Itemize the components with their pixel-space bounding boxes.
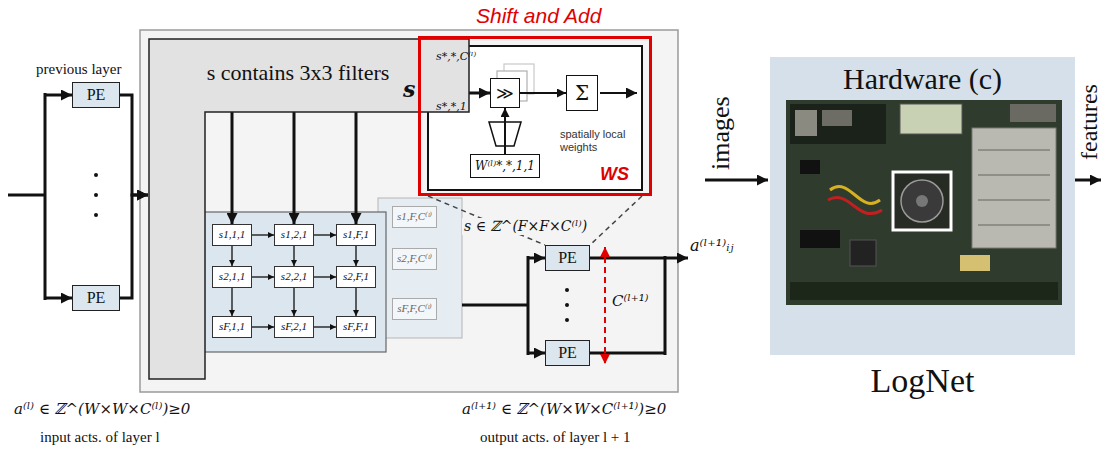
input-wiring — [8, 93, 72, 300]
filter-cell-back: s1,F,C⁽ˡ⁾ — [392, 206, 437, 228]
tensor-formula: s ∈ ℤ^(F×F×C⁽ˡ⁾) — [462, 218, 589, 235]
connector-arrow — [252, 276, 274, 277]
connector-arrow — [355, 112, 358, 224]
adder: Σ — [566, 75, 598, 111]
connector-arrow — [231, 246, 232, 266]
filter-cell: s2,1,1 — [212, 266, 252, 288]
node-text: sF,F,1 — [343, 320, 369, 333]
connector-arrow — [252, 234, 274, 235]
layer-panel — [140, 30, 678, 392]
dimension-label: C⁽ˡ⁺¹⁾ — [612, 292, 648, 310]
node-text: sF,1,1 — [219, 320, 245, 333]
filter-cell-back: sF,F,C⁽ˡ⁾ — [392, 298, 437, 320]
node-heading: Shift and Add — [476, 3, 601, 28]
signal-name: a⁽ˡ⁺¹⁾ᵢⱼ — [690, 236, 734, 255]
signal-name: s*,*,C⁽ˡ⁾ — [436, 50, 476, 63]
connector-arrow — [314, 326, 336, 327]
grid-back-layer — [378, 198, 462, 338]
filter-cell: sF,1,1 — [212, 316, 252, 338]
io-label: features — [1077, 84, 1101, 160]
connector-arrow — [293, 246, 294, 266]
filter-cell: s1,2,1 — [274, 224, 314, 246]
input-arrow — [705, 179, 768, 182]
annotation: spatially local weights — [560, 128, 642, 154]
filter-cell: sF,2,1 — [274, 316, 314, 338]
zoom-line — [590, 196, 642, 245]
connector-arrow — [252, 326, 274, 327]
node-tag: LogNet — [770, 361, 1075, 402]
connector-arrow — [120, 95, 148, 195]
connector-arrow — [231, 112, 234, 224]
filter-cell: s1,F,1 — [336, 224, 376, 246]
pe-box: PE — [72, 82, 120, 108]
tensor-caption: output acts. of layer l + 1 — [480, 428, 631, 446]
connector-arrow — [231, 288, 232, 316]
connector-arrow — [520, 92, 566, 94]
signal-name: s*,*,1 — [436, 100, 467, 113]
node-text: PE — [87, 288, 106, 307]
connector-arrow — [355, 246, 356, 266]
filter-cell: s2,2,1 — [274, 266, 314, 288]
io-label: images — [708, 96, 734, 170]
buffer-outline-shape — [149, 39, 469, 379]
node-text: sF,F,C⁽ˡ⁾ — [397, 302, 432, 315]
layer-note: previous layer — [36, 60, 121, 78]
connector-arrow — [314, 276, 336, 277]
node-text: s1,2,1 — [281, 228, 307, 241]
node-text: s2,F,C⁽ˡ⁾ — [397, 252, 432, 265]
connector-arrow — [504, 108, 506, 154]
tensor-caption: input acts. of layer l — [40, 428, 160, 446]
connector-arrow — [314, 234, 336, 235]
shifter: ≫ — [490, 78, 520, 108]
filter-cell: sF,F,1 — [336, 316, 376, 338]
signal-name: s — [403, 76, 415, 102]
node-text: s2,2,1 — [281, 270, 307, 283]
grid-front-layer — [204, 212, 386, 352]
node-text: W⁽ˡ⁾*,*,1,1 — [475, 159, 535, 173]
node-text: s1,F,C⁽ˡ⁾ — [397, 210, 432, 223]
hardware-panel: Hardware (c)LogNet — [770, 57, 1075, 355]
node-text: PE — [558, 248, 577, 267]
node-text: s2,F,1 — [343, 270, 369, 283]
pe-box: PE — [545, 340, 590, 366]
connector-arrow — [120, 195, 148, 298]
node-text: sF,2,1 — [281, 320, 307, 333]
output-arrow — [1075, 179, 1101, 182]
node-text: s1,1,1 — [219, 228, 245, 241]
node-heading: Hardware (c) — [770, 61, 1075, 97]
node-text: PE — [87, 85, 106, 104]
connector-arrow — [293, 288, 294, 316]
pe-box: PE — [72, 285, 120, 311]
node-tag: WS — [600, 164, 629, 186]
filter-cell: s2,F,1 — [336, 266, 376, 288]
node-text: Σ — [575, 81, 589, 105]
node-text: ≫ — [496, 83, 514, 103]
pe-box: PE — [545, 245, 590, 271]
node-text: s1,F,1 — [343, 228, 369, 241]
tensor-formula: a⁽ˡ⁾ ∈ ℤ^(W×W×C⁽ˡ⁾)≥0 — [14, 400, 190, 418]
node-text: s2,1,1 — [219, 270, 245, 283]
tensor-formula: a⁽ˡ⁺¹⁾ ∈ ℤ^(W×W×C⁽ˡ⁺¹⁾)≥0 — [462, 400, 666, 418]
sum-output — [600, 92, 637, 94]
weight-register: W⁽ˡ⁾*,*,1,1 — [470, 154, 540, 178]
filter-cell: s1,1,1 — [212, 224, 252, 246]
connector-arrow — [293, 112, 296, 224]
node-text: PE — [558, 343, 577, 362]
channel-dimension-arrow — [604, 247, 606, 364]
connector-arrow — [355, 288, 356, 316]
hardware-ground — [770, 57, 1075, 355]
filter-cell-back: s2,F,C⁽ˡ⁾ — [392, 248, 437, 270]
fpga-board-photo — [786, 100, 1062, 305]
